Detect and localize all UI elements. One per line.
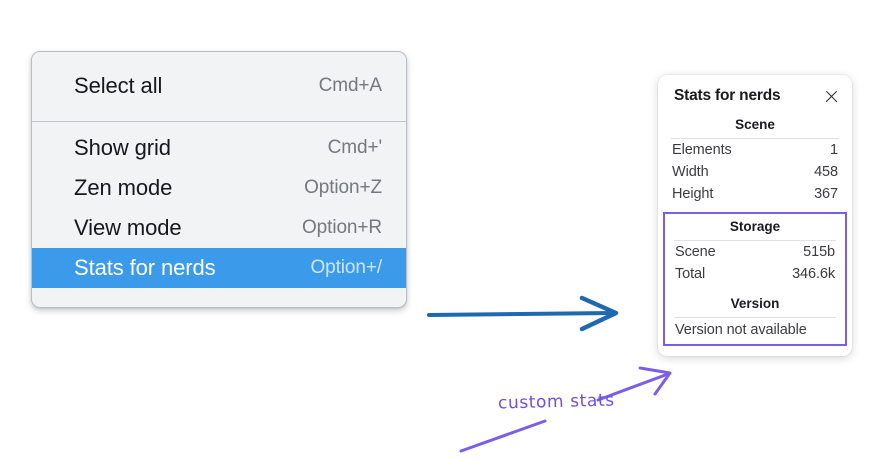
section-heading-storage: Storage xyxy=(729,219,781,234)
menu-item-view-mode[interactable]: View mode Option+R xyxy=(32,208,406,248)
stat-row: Elements 1 xyxy=(658,139,852,161)
stat-value: 1 xyxy=(830,142,838,158)
menu-divider xyxy=(32,121,406,122)
menu-item-label: Zen mode xyxy=(74,175,173,200)
stats-for-nerds-panel[interactable]: Stats for nerds Scene Elements 1 Width 4… xyxy=(658,75,852,356)
custom-stats-highlight-box: Storage Scene 515b Total 346.6k Version … xyxy=(663,212,847,346)
stats-panel-titlebar: Stats for nerds xyxy=(658,87,852,105)
stat-key: Elements xyxy=(672,142,732,158)
section-rule xyxy=(674,317,836,318)
menu-item-select-all[interactable]: Select all Cmd+A xyxy=(32,66,406,106)
menu-item-label: Stats for nerds xyxy=(74,255,216,280)
menu-item-zen-mode[interactable]: Zen mode Option+Z xyxy=(32,168,406,208)
stat-value: 515b xyxy=(803,244,835,260)
menu-group-2: Show grid Cmd+' Zen mode Option+Z View m… xyxy=(32,122,406,307)
stats-section-version: Version Version not available xyxy=(665,294,845,339)
stats-section-scene: Scene Elements 1 Width 458 Height 367 xyxy=(658,116,852,205)
section-heading-scene: Scene xyxy=(735,117,775,132)
menu-item-shortcut: Option+/ xyxy=(310,257,382,278)
stat-row: Scene 515b xyxy=(665,241,845,263)
section-rule xyxy=(671,138,839,139)
context-menu[interactable]: Select all Cmd+A Show grid Cmd+' Zen mod… xyxy=(31,51,407,308)
menu-item-stats-for-nerds[interactable]: Stats for nerds Option+/ xyxy=(32,248,406,288)
handwritten-annotation-label: custom stats xyxy=(497,390,615,414)
stat-key: Total xyxy=(675,266,706,282)
purple-underline-annotation xyxy=(459,419,547,453)
close-icon[interactable] xyxy=(824,89,839,104)
menu-item-label: Select all xyxy=(74,73,163,98)
stat-row: Width 458 xyxy=(658,161,852,183)
menu-item-label: Show grid xyxy=(74,135,171,160)
stat-row: Height 367 xyxy=(658,183,852,205)
menu-item-shortcut: Option+Z xyxy=(304,177,382,198)
stat-value: 346.6k xyxy=(792,266,835,282)
menu-item-shortcut: Cmd+A xyxy=(318,75,382,96)
stat-key: Scene xyxy=(675,244,716,260)
menu-item-label: View mode xyxy=(74,215,182,240)
stats-section-storage: Storage Scene 515b Total 346.6k xyxy=(665,217,845,285)
stat-row: Total 346.6k xyxy=(665,263,845,285)
section-spacer xyxy=(665,285,845,294)
stat-value: 367 xyxy=(814,186,838,202)
blue-arrow-annotation xyxy=(427,295,619,332)
menu-group-1: Select all Cmd+A xyxy=(32,52,406,121)
menu-item-show-grid[interactable]: Show grid Cmd+' xyxy=(32,128,406,168)
stat-key: Width xyxy=(672,164,709,180)
menu-item-shortcut: Cmd+' xyxy=(327,137,382,158)
stats-panel-title: Stats for nerds xyxy=(674,87,781,104)
section-heading-version: Version xyxy=(730,296,780,311)
menu-bottom-padding xyxy=(32,288,406,300)
stat-value: 458 xyxy=(814,164,838,180)
version-value: Version not available xyxy=(675,322,807,338)
menu-item-shortcut: Option+R xyxy=(302,217,382,238)
section-rule xyxy=(674,240,836,241)
stat-key: Height xyxy=(672,186,714,202)
